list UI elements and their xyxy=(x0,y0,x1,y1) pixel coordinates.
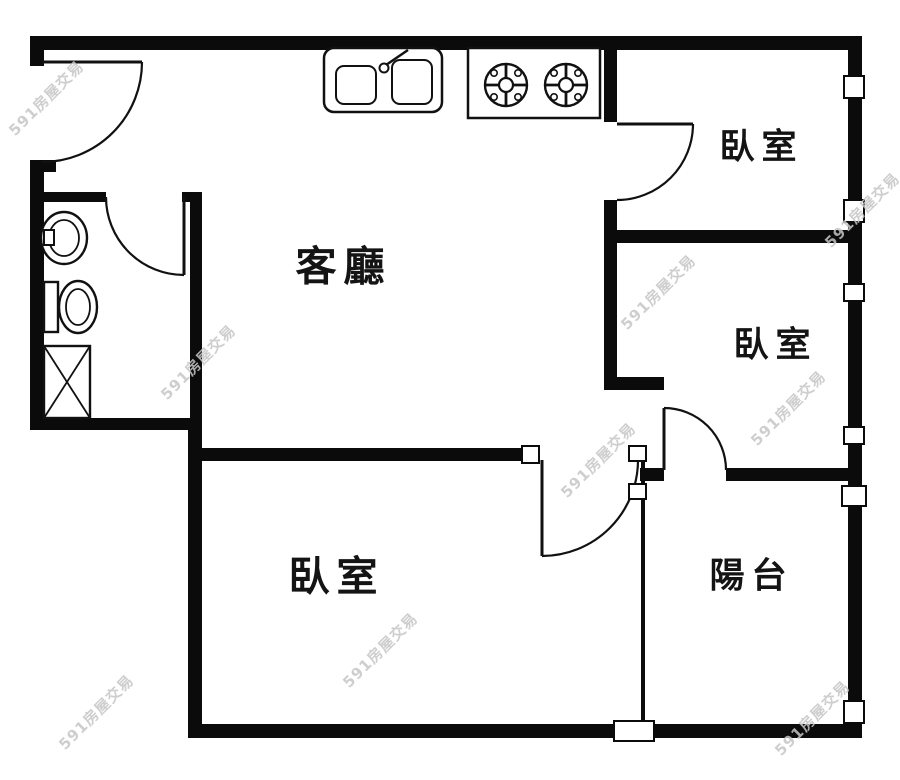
wall-kitchen-divider-lower xyxy=(604,200,617,390)
toilet-bowl xyxy=(57,279,99,335)
toilet xyxy=(42,279,99,335)
bedroom-bottom-door-arc xyxy=(541,459,640,558)
bedroom-bottom-door xyxy=(540,459,640,558)
walls xyxy=(30,36,862,738)
window-bottom xyxy=(613,720,655,742)
toilet-tank xyxy=(42,280,60,334)
wall-bedrooms-divider xyxy=(604,230,862,243)
wall-left-step xyxy=(30,418,202,430)
room-label-living-room: 客廳 xyxy=(295,242,392,291)
door-jamb-2 xyxy=(628,445,647,462)
stove-burner-right xyxy=(543,62,589,108)
wall-bathroom-right xyxy=(190,192,202,430)
window-right-1 xyxy=(843,75,865,99)
washbasin xyxy=(39,210,89,266)
windows xyxy=(521,75,867,742)
doors xyxy=(41,60,728,558)
sink-faucet-base xyxy=(378,62,390,74)
stove-burner-left xyxy=(483,62,529,108)
sink-basin-left xyxy=(335,65,377,105)
wall-bedroom-mid-stub xyxy=(604,377,664,390)
wall-left-upper-stub xyxy=(30,36,44,66)
bathroom-door xyxy=(104,196,186,277)
entrance-door-arc xyxy=(41,61,144,164)
wall-bathroom-top-left xyxy=(30,192,106,202)
door-jamb-3 xyxy=(628,483,647,500)
bedroom-top-right-door-arc xyxy=(616,123,695,202)
wall-left-lower xyxy=(188,418,202,738)
window-right-6 xyxy=(843,700,865,724)
sink-faucet-spout xyxy=(385,48,409,67)
wall-balcony-top-right xyxy=(726,468,862,481)
room-label-bedroom-bottom: 臥室 xyxy=(288,552,385,601)
gas-stove xyxy=(466,46,602,120)
washbasin-tap xyxy=(43,229,55,246)
kitchen-sink xyxy=(322,46,444,114)
window-right-2 xyxy=(843,199,865,223)
pipe-shaft-cross-2 xyxy=(43,345,91,419)
bathroom-door-arc xyxy=(104,196,185,277)
room-label-balcony: 陽台 xyxy=(709,556,794,597)
pipe-shaft xyxy=(42,344,92,420)
bedroom-middle-door-arc xyxy=(663,406,728,471)
window-right-4 xyxy=(843,426,865,445)
door-jamb-1 xyxy=(521,445,540,464)
wall-bottom xyxy=(188,724,862,738)
wall-balcony-top-left xyxy=(640,468,664,481)
toilet-bowl-inner xyxy=(65,288,91,326)
bedroom-top-right-door xyxy=(616,122,695,202)
wall-left-main xyxy=(30,160,44,430)
window-right-3 xyxy=(843,283,865,302)
wall-right xyxy=(848,36,862,738)
wall-top xyxy=(30,36,862,50)
room-label-bedroom-middle-right: 臥室 xyxy=(733,325,818,366)
sink-basin-right xyxy=(391,59,433,105)
room-label-bedroom-top-right: 臥室 xyxy=(719,127,804,168)
partition-bedroom-balcony xyxy=(641,448,645,724)
window-right-5 xyxy=(841,485,867,507)
entrance-door xyxy=(41,60,144,164)
wall-kitchen-divider-upper xyxy=(604,36,617,122)
wall-living-bedroom xyxy=(188,448,540,461)
bedroom-middle-door xyxy=(662,406,728,471)
